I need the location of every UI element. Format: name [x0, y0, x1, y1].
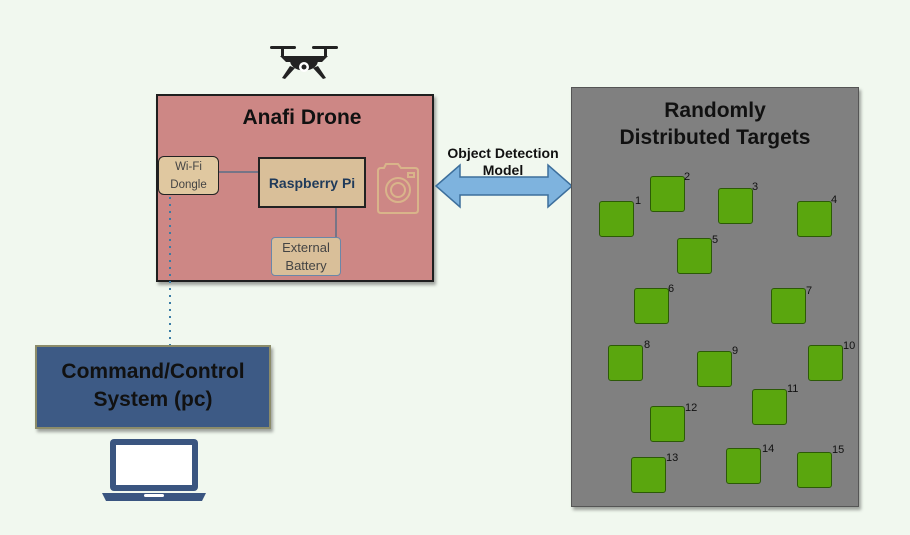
laptop-icon — [102, 439, 206, 501]
target-5 — [677, 238, 712, 274]
battery-line1: External — [282, 240, 330, 255]
wifi-dongle-line2: Dongle — [170, 179, 207, 191]
target-9 — [697, 351, 732, 387]
target-label-5: 5 — [712, 234, 719, 246]
link-line1: Object Detection — [447, 145, 559, 161]
command-line2: System (pc) — [93, 388, 213, 411]
target-10 — [808, 345, 843, 381]
target-12 — [650, 406, 685, 442]
raspberry-pi-label: Raspberry Pi — [268, 174, 356, 191]
target-3 — [718, 188, 753, 224]
target-label-13: 13 — [666, 452, 679, 464]
external-battery: External Battery — [271, 237, 341, 276]
target-11 — [752, 389, 787, 425]
target-label-14: 14 — [762, 443, 775, 455]
target-label-6: 6 — [668, 283, 675, 295]
target-label-3: 3 — [752, 181, 759, 193]
target-15 — [797, 452, 832, 488]
drone-icon — [270, 46, 338, 79]
targets-title: Randomly Distributed Targets — [571, 97, 859, 151]
command-control-box — [35, 345, 271, 429]
target-4 — [797, 201, 832, 237]
target-7 — [771, 288, 806, 324]
targets-title-line1: Randomly — [664, 99, 766, 122]
target-label-2: 2 — [684, 171, 691, 183]
object-detection-model-label: Object Detection Model — [432, 145, 574, 179]
target-label-12: 12 — [685, 402, 698, 414]
raspberry-pi-box: Raspberry Pi — [258, 157, 366, 208]
anafi-drone-title: Anafi Drone — [242, 106, 362, 129]
command-control-label: Command/Control System (pc) — [35, 358, 271, 414]
link-line2: Model — [482, 162, 524, 178]
target-label-10: 10 — [843, 340, 856, 352]
target-1 — [599, 201, 634, 237]
target-6 — [634, 288, 669, 324]
battery-line2: Battery — [285, 258, 327, 273]
target-14 — [726, 448, 761, 484]
target-label-7: 7 — [806, 285, 813, 297]
target-label-4: 4 — [831, 194, 838, 206]
target-2 — [650, 176, 685, 212]
target-label-8: 8 — [644, 339, 651, 351]
target-label-11: 11 — [787, 383, 799, 395]
target-label-15: 15 — [832, 444, 845, 456]
targets-title-line2: Distributed Targets — [619, 126, 811, 149]
target-label-1: 1 — [635, 195, 642, 207]
wifi-dongle-line1: Wi-Fi — [175, 161, 202, 173]
target-13 — [631, 457, 666, 493]
targets-panel — [571, 87, 859, 507]
wifi-dongle: Wi-Fi Dongle — [158, 156, 219, 195]
camera-icon — [377, 163, 419, 214]
command-line1: Command/Control — [61, 360, 245, 383]
target-8 — [608, 345, 643, 381]
target-label-9: 9 — [732, 345, 739, 357]
